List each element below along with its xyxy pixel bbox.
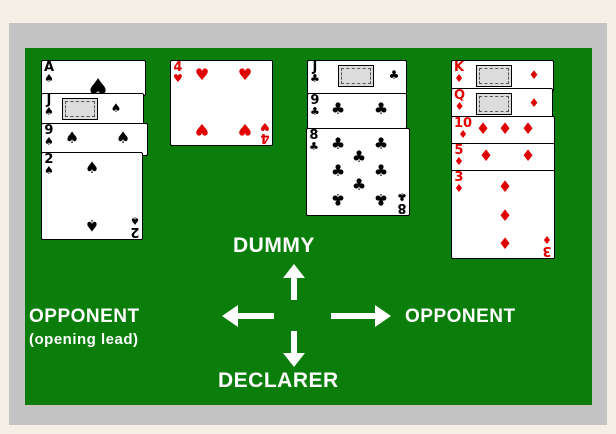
queen-face-icon [476,93,512,115]
jack-face-icon [62,98,98,120]
club-icon: ♣ [309,141,319,152]
card-eight-clubs: 8♣ ♣ ♣ ♣ ♣ ♣ ♣ ♣ ♣ 8♣ [306,128,410,216]
spade-icon: ♠ [44,136,54,147]
club-icon: ♣ [374,191,388,207]
diamond-icon: ♦ [479,148,493,164]
spade-icon: ♠ [44,165,54,176]
opponent-right-label: OPPONENT [405,306,516,328]
diamond-icon: ♦ [454,101,465,112]
diamond-icon: ♦ [498,236,512,252]
card-jack-clubs: J♣ ♣ [307,60,407,97]
diamond-icon: ♦ [529,97,540,109]
diamond-icon: ♦ [454,183,464,194]
card-nine-clubs: 9♣ ♣ ♣ [307,93,407,129]
club-icon: ♣ [397,191,407,202]
card-table: A♠ ♠ J♠ ♠ 9♠ ♠ ♠ 2♠ ♠ ♠ 2♠ 4♥ ♥ ♥ ♥ ♥ 4♥… [25,48,592,405]
club-icon: ♣ [352,149,366,165]
club-icon: ♣ [352,177,366,193]
diamond-icon: ♦ [476,121,490,137]
diamond-icon: ♦ [498,208,512,224]
card-jack-spades: J♠ ♠ [41,93,144,126]
club-icon: ♣ [374,101,388,117]
dummy-label: DUMMY [233,234,315,258]
spade-icon: ♠ [44,106,54,117]
diamond-icon: ♦ [542,234,552,245]
club-icon: ♣ [331,191,345,207]
arrow-up-icon [283,264,305,300]
card-ace-spades: A♠ ♠ [41,60,146,96]
spade-icon: ♠ [44,73,54,84]
club-icon: ♣ [310,106,320,117]
heart-icon: ♥ [260,121,270,132]
heart-icon: ♥ [238,67,252,83]
card-three-diamonds: 3♦ ♦ ♦ ♦ 3♦ [451,170,555,259]
heart-icon: ♥ [173,73,183,84]
card-ten-diamonds: 10♦ ♦ ♦ ♦ [451,116,555,146]
club-icon: ♣ [374,163,388,179]
diamond-icon: ♦ [521,148,535,164]
declarer-label: DECLARER [218,369,339,393]
diamond-icon: ♦ [498,179,512,195]
club-icon: ♣ [331,136,345,152]
heart-icon: ♥ [195,67,209,83]
spade-icon: ♠ [85,217,99,233]
opening-lead-label: (opening lead) [29,331,139,348]
diamond-icon: ♦ [521,121,535,137]
club-icon: ♣ [389,69,400,81]
diamond-icon: ♦ [454,156,464,167]
arrow-left-icon [222,305,274,327]
spade-icon: ♠ [130,215,140,226]
spade-icon: ♠ [65,130,79,146]
spade-icon: ♠ [116,130,130,146]
opponent-left-label: OPPONENT [29,306,140,328]
diamond-icon: ♦ [529,69,540,81]
club-icon: ♣ [310,73,320,84]
heart-icon: ♥ [238,121,252,137]
card-five-diamonds: 5♦ ♦ ♦ [451,143,555,173]
diamond-icon: ♦ [454,73,464,84]
club-icon: ♣ [374,136,388,152]
spade-icon: ♠ [111,102,122,114]
jack-face-icon [338,65,374,87]
arrow-down-icon [283,331,305,367]
card-four-hearts: 4♥ ♥ ♥ ♥ ♥ 4♥ [170,60,273,146]
spade-icon: ♠ [85,160,99,176]
club-icon: ♣ [331,101,345,117]
club-icon: ♣ [331,163,345,179]
arrow-right-icon [331,305,391,327]
heart-icon: ♥ [195,121,209,137]
card-two-spades: 2♠ ♠ ♠ 2♠ [41,152,143,240]
king-face-icon [476,65,512,87]
diamond-icon: ♦ [498,121,512,137]
